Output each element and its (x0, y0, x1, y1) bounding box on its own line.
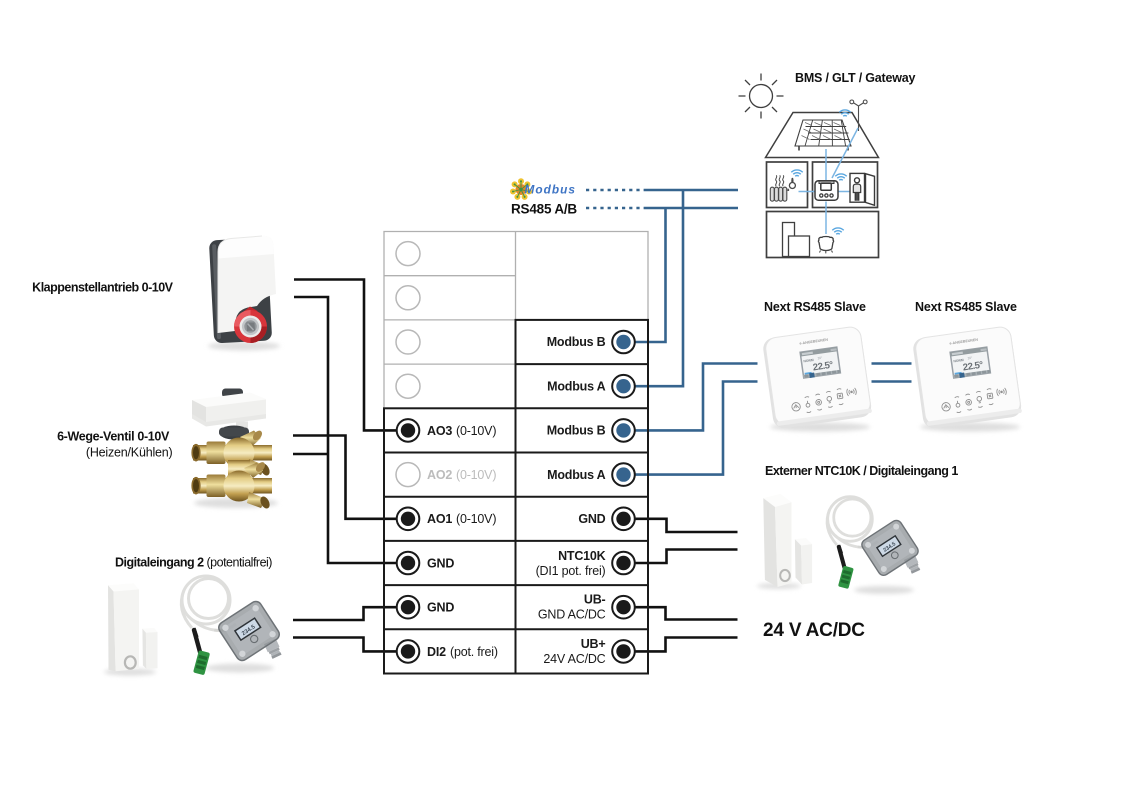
svg-text:Digitaleingang 2 (potentialfre: Digitaleingang 2 (potentialfrei) (115, 556, 272, 570)
svg-text:20°: 20° (817, 356, 823, 361)
svg-text:GND: GND (427, 556, 454, 570)
svg-text:24V AC/DC: 24V AC/DC (543, 652, 605, 666)
svg-text:Modbus B: Modbus B (547, 424, 606, 438)
svg-text:RS485 A/B: RS485 A/B (511, 202, 577, 217)
svg-text:NORM: NORM (803, 358, 814, 363)
svg-text:(pot. frei): (pot. frei) (450, 645, 498, 659)
svg-text:GND AC/DC: GND AC/DC (538, 608, 606, 622)
svg-text:(0-10V): (0-10V) (456, 512, 496, 526)
svg-text:(Heizen/Kühlen): (Heizen/Kühlen) (86, 446, 173, 460)
svg-text:Modbus A: Modbus A (547, 468, 606, 482)
svg-text:GND: GND (427, 601, 454, 615)
svg-text:Next RS485 Slave: Next RS485 Slave (915, 300, 1017, 314)
svg-text:24 V AC/DC: 24 V AC/DC (763, 620, 865, 641)
svg-text:6-Wege-Ventil 0-10V: 6-Wege-Ventil 0-10V (57, 430, 170, 444)
svg-text:Modbus: Modbus (525, 183, 577, 197)
svg-text:Next RS485 Slave: Next RS485 Slave (764, 300, 866, 314)
svg-text:Modbus A: Modbus A (547, 379, 606, 393)
svg-text:UB-: UB- (584, 593, 606, 607)
svg-text:Modbus B: Modbus B (547, 335, 606, 349)
svg-text:(0-10V): (0-10V) (456, 468, 496, 482)
svg-text:UB+: UB+ (581, 637, 606, 651)
svg-text:AO2: AO2 (427, 468, 452, 482)
svg-text:AO1: AO1 (427, 512, 452, 526)
svg-text:NTC10K: NTC10K (558, 549, 606, 563)
svg-text:(DI1 pot. frei): (DI1 pot. frei) (536, 564, 606, 578)
svg-text:Klappenstellantrieb 0-10V: Klappenstellantrieb 0-10V (32, 281, 173, 295)
svg-text:BMS / GLT / Gateway: BMS / GLT / Gateway (795, 71, 916, 85)
svg-text:Externer NTC10K / Digitaleinga: Externer NTC10K / Digitaleingang 1 (765, 464, 958, 478)
svg-text:AO3: AO3 (427, 424, 452, 438)
svg-text:e-ANGEBEUREN: e-ANGEBEUREN (799, 338, 828, 346)
svg-text:DI2: DI2 (427, 645, 446, 659)
svg-text:GND: GND (578, 512, 605, 526)
svg-text:(0-10V): (0-10V) (456, 424, 496, 438)
